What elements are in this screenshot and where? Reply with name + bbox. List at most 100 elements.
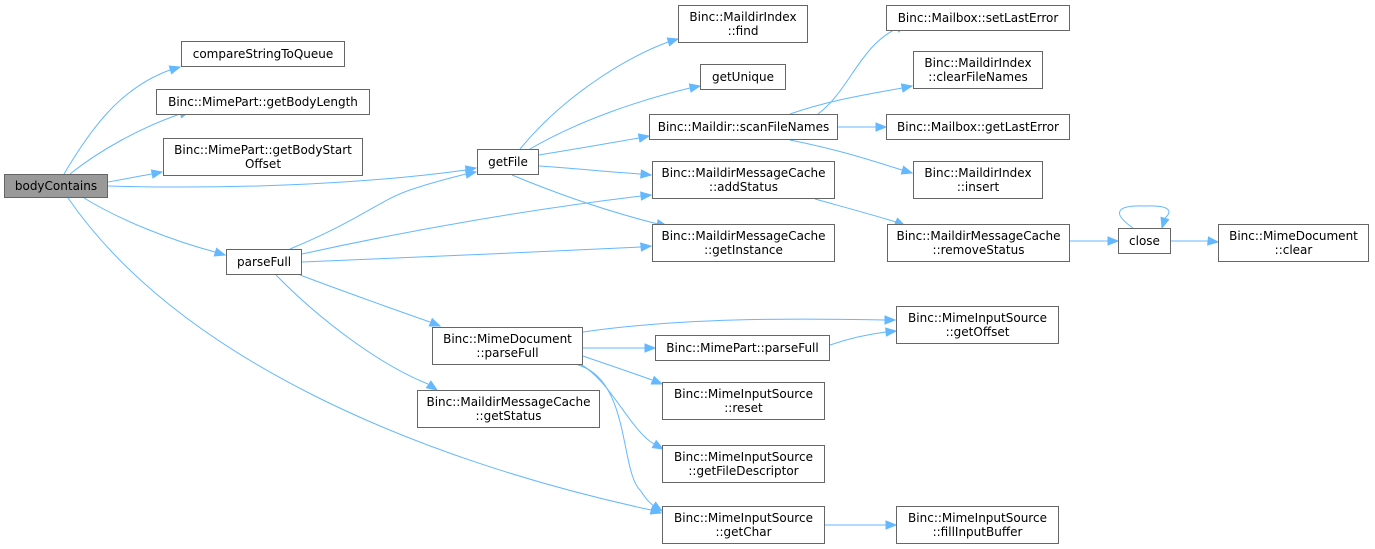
edge-mimedocparsefull-getchar: [577, 364, 664, 512]
node-clearfilenames[interactable]: Binc::MaildirIndex ::clearFileNames: [913, 51, 1043, 89]
node-label: Binc::Maildir::scanFileNames: [657, 120, 830, 134]
edge-line: [789, 87, 903, 115]
node-label: Binc::MaildirIndex: [924, 166, 1032, 180]
arrowhead: [213, 247, 227, 257]
edge-line: [289, 173, 467, 250]
node-comparestringtoqueue[interactable]: compareStringToQueue: [181, 41, 345, 67]
arrowhead: [900, 83, 914, 93]
edge-scanfilenames-getlasterror: [838, 122, 888, 132]
node-fillinputbuffer[interactable]: Binc::MimeInputSource ::fillInputBuffer: [896, 506, 1059, 544]
node-getchar[interactable]: Binc::MimeInputSource ::getChar: [662, 506, 825, 544]
node-label: Binc::MimeInputSource: [908, 311, 1047, 325]
arrowhead: [640, 191, 653, 201]
node-removestatus[interactable]: Binc::MaildirMessageCache ::removeStatus: [887, 224, 1070, 262]
edge-line: [107, 173, 153, 183]
edge-getfile-find: [519, 37, 680, 150]
node-mimedocument-clear[interactable]: Binc::MimeDocument ::clear: [1218, 224, 1369, 262]
edge-line: [67, 197, 652, 511]
edge-line: [538, 137, 640, 156]
node-parsefull[interactable]: parseFull: [226, 249, 302, 275]
edge-mimedocparsefull-getoffset: [582, 315, 897, 333]
node-label: Binc::MimeInputSource: [674, 450, 813, 464]
edge-close-mimedocclear: [1171, 236, 1220, 246]
arrowhead: [885, 520, 898, 530]
node-getfile[interactable]: getFile: [477, 149, 539, 175]
node-mimeinputsource-reset[interactable]: Binc::MimeInputSource ::reset: [662, 382, 825, 420]
edge-getchar-fillinputbuffer: [825, 520, 898, 530]
edge-line: [582, 318, 886, 333]
node-label: ::clear: [1274, 243, 1313, 257]
node-getlasterror[interactable]: Binc::Mailbox::getLastError: [886, 114, 1070, 140]
edge-getfile-addstatus: [538, 165, 653, 179]
edge-line: [69, 113, 181, 175]
edge-scanfilenames-insert: [789, 139, 914, 175]
edge-line: [511, 174, 659, 225]
node-label: ::getStatus: [475, 409, 542, 423]
edge-close-close: [1119, 205, 1170, 230]
node-maildirindex-insert[interactable]: Binc::MaildirIndex ::insert: [913, 161, 1043, 199]
edge-mimepartparsefull-getoffset: [829, 327, 898, 346]
node-mimedocument-parsefull[interactable]: Binc::MimeDocument ::parseFull: [432, 327, 583, 365]
edge-line: [301, 246, 642, 263]
edge-line: [107, 169, 467, 188]
node-label: getFile: [488, 155, 528, 169]
node-label: compareStringToQueue: [192, 47, 334, 61]
node-label: ::find: [727, 24, 759, 38]
node-maildirindex-find[interactable]: Binc::MaildirIndex ::find: [678, 5, 808, 43]
edge-addstatus-removestatus: [814, 198, 907, 227]
edge-mimedocparsefull-reset: [582, 355, 664, 385]
node-label: ::insert: [956, 180, 1000, 194]
node-label: Binc::MimeDocument: [443, 332, 572, 346]
node-getstatus[interactable]: Binc::MaildirMessageCache ::getStatus: [417, 390, 600, 428]
node-getbodylength[interactable]: Binc::MimePart::getBodyLength: [156, 89, 370, 115]
arrowhead: [651, 439, 665, 450]
node-label: parseFull: [236, 255, 292, 269]
node-label: ::addStatus: [709, 180, 778, 194]
node-label: Binc::MimeInputSource: [908, 511, 1047, 525]
node-getfiledescriptor[interactable]: Binc::MimeInputSource ::getFileDescripto…: [662, 445, 825, 483]
arrowhead: [1207, 236, 1220, 246]
node-label: close: [1129, 234, 1160, 248]
edge-line: [814, 198, 897, 223]
node-bodycontains: bodyContains: [4, 174, 108, 198]
node-label: Binc::MimeInputSource: [674, 387, 813, 401]
edge-line: [529, 87, 691, 150]
node-close[interactable]: close: [1118, 228, 1171, 254]
node-getinstance[interactable]: Binc::MaildirMessageCache ::getInstance: [652, 224, 835, 262]
edge-getfile-getinstance: [511, 174, 669, 229]
edge-line: [829, 331, 887, 346]
arrowhead: [1160, 216, 1170, 230]
node-mimepart-parsefull[interactable]: Binc::MimePart::parseFull: [655, 335, 830, 361]
node-label: ::removeStatus: [932, 243, 1025, 257]
node-label: Binc::MimePart::parseFull: [666, 341, 819, 355]
edge-getfile-getunique: [529, 83, 702, 150]
arrowhead: [885, 327, 898, 337]
edge-scanfilenames-clearfilenames: [789, 83, 914, 115]
arrowhead: [666, 37, 680, 47]
edge-parsefull-getstatus: [275, 274, 439, 391]
edge-line: [519, 41, 669, 150]
arrowhead: [900, 165, 914, 175]
edge-line: [275, 274, 429, 385]
arrowhead: [425, 380, 439, 391]
edge-line: [538, 165, 642, 175]
node-label: ::fillInputBuffer: [932, 525, 1023, 539]
node-label: ::getFileDescriptor: [688, 464, 799, 478]
node-addstatus[interactable]: Binc::MaildirMessageCache ::addStatus: [652, 161, 835, 199]
node-label: Binc::MimeDocument: [1229, 229, 1358, 243]
node-setlasterror[interactable]: Binc::Mailbox::setLastError: [886, 5, 1070, 31]
arrowhead: [168, 65, 182, 75]
arrowhead: [640, 169, 653, 179]
node-label: Binc::MimePart::getBodyStart: [174, 143, 352, 157]
node-label: Binc::Mailbox::getLastError: [897, 120, 1059, 134]
node-getbodystartoffset[interactable]: Binc::MimePart::getBodyStart Offset: [163, 138, 363, 176]
node-label: Offset: [244, 157, 282, 171]
arrowhead: [884, 315, 897, 325]
node-getunique[interactable]: getUnique: [700, 64, 786, 90]
node-getoffset[interactable]: Binc::MimeInputSource ::getOffset: [896, 306, 1059, 344]
edge-line: [789, 139, 903, 171]
node-label: Binc::MaildirMessageCache: [661, 166, 826, 180]
node-scanfilenames[interactable]: Binc::Maildir::scanFileNames: [649, 114, 838, 140]
